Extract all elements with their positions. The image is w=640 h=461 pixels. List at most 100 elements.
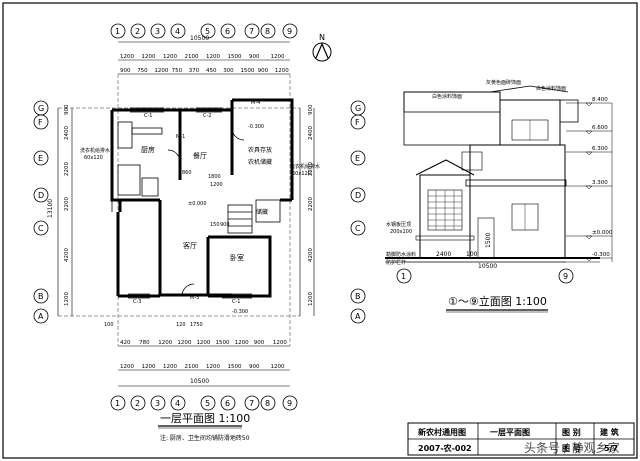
door-m4-label: M-4 (251, 100, 260, 106)
dim-1200-inner: 1200 (210, 182, 223, 188)
total-width-top: 10500 (190, 35, 209, 42)
level-text: 3.300 (592, 180, 608, 186)
dim-text: 1200 (206, 54, 220, 60)
sheet-no-label: 图 号 (562, 444, 581, 453)
axis-label-left-C: C (38, 224, 44, 233)
project-code: 2007-农-002 (418, 443, 472, 453)
level-text: 6.300 (592, 146, 608, 152)
elev-dim-10500: 10500 (478, 263, 497, 270)
level-marker (585, 235, 593, 240)
axis-circle-8 (260, 395, 276, 411)
axis-label-left-A: A (38, 312, 44, 321)
dim-text-right: 900 (308, 104, 314, 115)
dim-text: 1200 (142, 54, 156, 60)
level-0-label: ±0.000 (188, 201, 207, 207)
elev-label-wall-coat: 白色涂料饰面 (432, 93, 462, 100)
north-arrow: N (312, 33, 332, 62)
elev-label-base2: 防护栏杆 (386, 259, 406, 266)
elev-label-white-coat: 白色涂料饰面 (536, 85, 566, 92)
axis-circle-3 (150, 23, 166, 39)
dim-text: 1500 (228, 54, 242, 60)
elev-dim-100: 100 (466, 251, 478, 258)
elevation-title: ①～⑨立面图 1:100 (448, 294, 547, 308)
vent-right-label: 洗衣机给排水 (290, 163, 320, 170)
axis-circle-mid-A (350, 308, 366, 324)
dim-text-right: 2400 (308, 126, 314, 140)
dim-text: 1200 (154, 68, 168, 74)
elev-label-brick: 灰黄色面砖饰面 (486, 79, 521, 86)
dim-text-left: 900 (64, 104, 70, 115)
left-total: 13100 (47, 199, 54, 218)
dim-text-right: 2200 (308, 162, 314, 176)
dim-text: 750 (172, 68, 183, 74)
dim-120: 120 (176, 322, 186, 328)
elev-label-canopy-size: 200x100 (390, 229, 412, 235)
axis-circle-left-B (33, 288, 49, 304)
axis-circle-8 (260, 23, 276, 39)
room-farm-garage: 农机储藏 (248, 158, 272, 166)
level-300-label-2: -0.300 (232, 309, 248, 315)
dim-text: 1500 (228, 364, 242, 370)
dim-text: 1200 (158, 340, 172, 346)
window-c2-label: C-2 (203, 113, 211, 119)
room-stair: 储藏 (256, 208, 268, 216)
axis-label-left-B: B (38, 292, 44, 301)
level-text: 6.600 (592, 125, 608, 131)
axis-circle-4 (170, 23, 186, 39)
dim-text: 1500 (240, 68, 254, 74)
elev-label-base: 勒脚防水涂料 (386, 251, 416, 258)
level-text: ±0.000 (592, 230, 613, 236)
axis-label-1: 1 (115, 27, 120, 36)
watermark: 头条号 / 静观乡家 (524, 440, 620, 455)
room-living: 客厅 (183, 241, 197, 250)
door-m3-label: M-3 (190, 295, 199, 301)
level-marker (585, 130, 593, 135)
room-kitchen: 厨房 (141, 145, 155, 154)
elev-axis-right: 9 (563, 272, 568, 281)
project-name: 新农村通用图 (418, 427, 466, 437)
dim-text: 750 (137, 68, 148, 74)
level-marker (585, 151, 593, 156)
door-m1-label: M-1 (176, 134, 185, 140)
dim-text: 1200 (120, 54, 134, 60)
dim-text: 900 (249, 54, 260, 60)
axis-circle-left-F (33, 114, 49, 130)
level-300-label: -0.300 (248, 124, 264, 130)
dim-text: 780 (139, 340, 150, 346)
axis-label-3: 3 (155, 399, 160, 408)
axis-label-mid-F: F (355, 118, 360, 127)
axis-circle-left-A (33, 308, 49, 324)
window-c1-label: C-1 (144, 113, 152, 119)
room-dining: 餐厅 (193, 151, 207, 160)
dim-text: 1200 (163, 54, 177, 60)
axis-circle-1 (110, 23, 126, 39)
axis-circle-5 (200, 23, 216, 39)
drawing-name: 一层平面图 (490, 428, 530, 437)
axis-label-mid-B: B (355, 292, 361, 301)
axis-label-left-F: F (38, 118, 43, 127)
room-farm-storage: 农具存放 (248, 146, 272, 154)
dim-text-left: 1200 (64, 292, 70, 306)
axis-label-4: 4 (175, 399, 180, 408)
plan-walls (110, 98, 294, 298)
axis-label-5: 5 (205, 399, 210, 408)
dim-text-left: 2200 (64, 162, 70, 176)
dim-text: 1200 (271, 54, 285, 60)
dim-text: 1200 (163, 364, 177, 370)
dim-text: 1200 (142, 364, 156, 370)
axis-label-left-E: E (38, 154, 43, 163)
elev-dim-2400: 2400 (436, 251, 451, 258)
axis-circle-left-D (33, 187, 49, 203)
axis-circle-left-C (33, 220, 49, 236)
dim-text: 1200 (196, 340, 210, 346)
axis-label-mid-C: C (355, 224, 361, 233)
dim-text: 900 (258, 68, 269, 74)
